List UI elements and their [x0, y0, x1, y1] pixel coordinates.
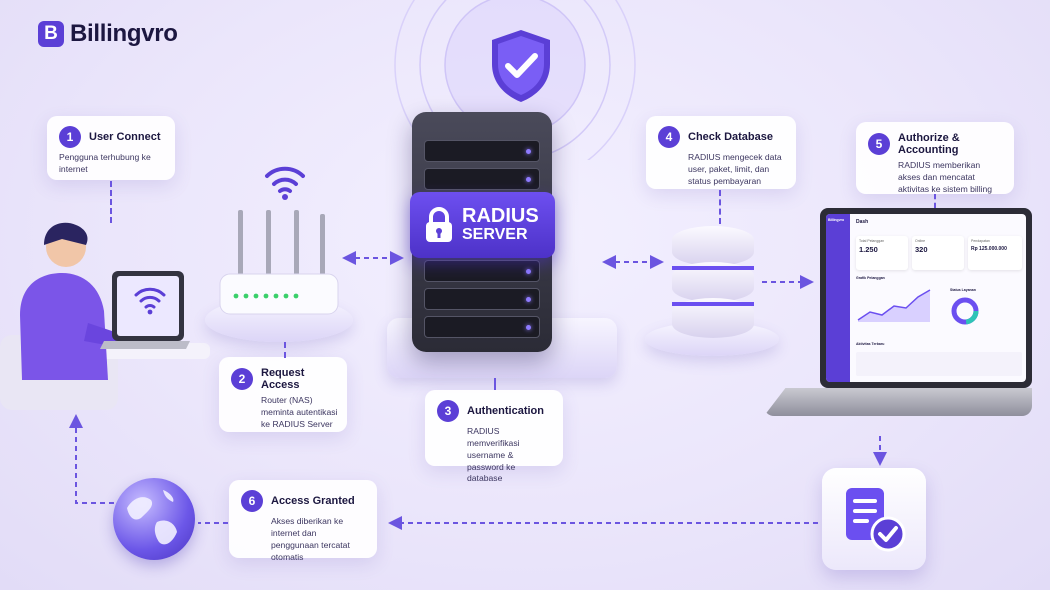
globe-user-arrow — [76, 418, 114, 503]
